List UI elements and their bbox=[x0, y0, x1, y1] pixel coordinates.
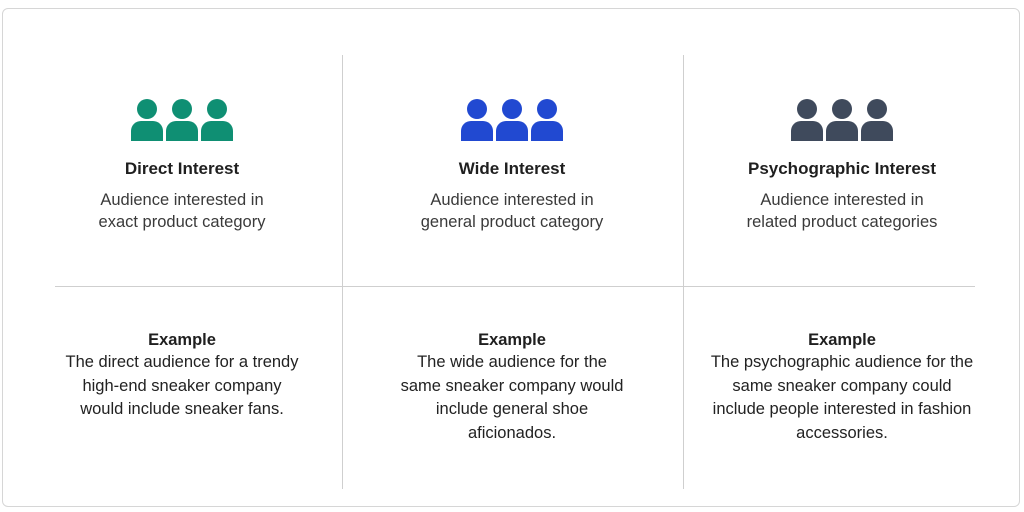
description-line: Audience interested in bbox=[430, 191, 594, 209]
example-label: Example bbox=[148, 331, 216, 349]
description-line: related product categories bbox=[746, 213, 938, 231]
wide-interest-example: Example The wide audience for the same s… bbox=[347, 329, 677, 445]
column-divider-1 bbox=[342, 55, 343, 489]
column-description: Audience interested in general product c… bbox=[347, 189, 677, 233]
psychographic-interest-column: Psychographic Interest Audience interest… bbox=[677, 99, 1007, 233]
column-title: Psychographic Interest bbox=[747, 159, 936, 178]
column-title: Wide Interest bbox=[458, 159, 566, 178]
row-divider bbox=[55, 286, 975, 287]
example-label: Example bbox=[478, 331, 546, 349]
description-line: Audience interested in bbox=[100, 191, 264, 209]
description-line: general product category bbox=[420, 213, 604, 231]
people-group-icon bbox=[461, 99, 563, 141]
wide-interest-column: Wide Interest Audience interested in gen… bbox=[347, 99, 677, 233]
column-description: Audience interested in exact product cat… bbox=[17, 189, 347, 233]
example-text: The wide audience for the same sneaker c… bbox=[400, 353, 624, 442]
audience-types-card: Direct Interest Audience interested in e… bbox=[2, 8, 1020, 507]
description-line: Audience interested in bbox=[760, 191, 924, 209]
psychographic-interest-example: Example The psychographic audience for t… bbox=[677, 329, 1007, 445]
people-group-icon bbox=[131, 99, 233, 141]
direct-interest-example: Example The direct audience for a trendy… bbox=[17, 329, 347, 422]
column-divider-2 bbox=[683, 55, 684, 489]
description-line: exact product category bbox=[98, 213, 266, 231]
example-text: The direct audience for a trendy high-en… bbox=[65, 353, 299, 418]
example-text: The psychographic audience for the same … bbox=[710, 353, 974, 442]
direct-interest-column: Direct Interest Audience interested in e… bbox=[17, 99, 347, 233]
example-label: Example bbox=[808, 331, 876, 349]
column-description: Audience interested in related product c… bbox=[677, 189, 1007, 233]
column-title: Direct Interest bbox=[124, 159, 240, 178]
people-group-icon bbox=[791, 99, 893, 141]
